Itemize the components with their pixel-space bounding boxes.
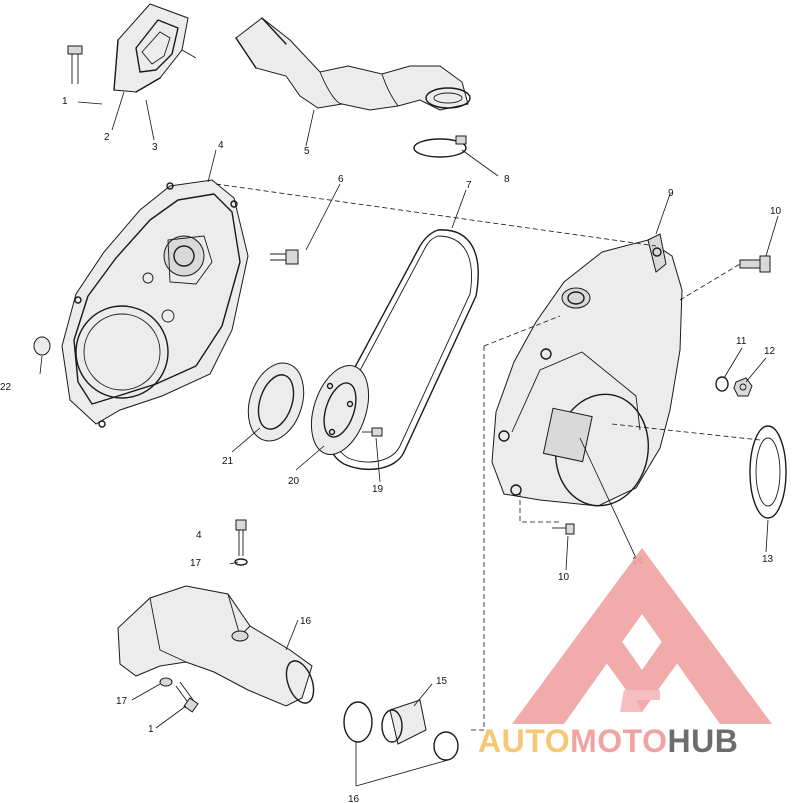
callout-6: 6 <box>338 174 344 185</box>
callout-10-right: 10 <box>770 206 782 217</box>
callout-16-duct: 16 <box>300 616 312 627</box>
callout-11: 11 <box>736 336 747 347</box>
part-inner-clutch-cover <box>61 179 249 428</box>
callout-4: 4 <box>218 140 224 151</box>
callout-1-top: 1 <box>62 96 68 107</box>
callout-19: 19 <box>372 484 384 495</box>
callout-17-lower: 17 <box>116 696 128 707</box>
part-boot-coupler <box>343 699 459 761</box>
callout-5: 5 <box>304 146 310 157</box>
part-intake-boot <box>113 3 197 93</box>
callout-9: 9 <box>668 188 674 199</box>
part-plate <box>310 365 370 455</box>
callout-7: 7 <box>466 180 472 191</box>
part-bolt-10 <box>739 255 771 273</box>
callout-12: 12 <box>764 346 776 357</box>
part-gasket-disc <box>749 425 787 519</box>
callout-3: 3 <box>152 142 158 153</box>
callout-13: 13 <box>762 554 774 565</box>
watermark-auto: AUTO <box>478 723 570 759</box>
part-bolt-top <box>67 45 83 84</box>
part-drive-belt <box>326 229 479 471</box>
watermark-moto: MOTO <box>570 723 667 759</box>
callout-8: 8 <box>504 174 510 185</box>
svg-text:AUTOMOTOHUB: AUTOMOTOHUB <box>478 723 738 759</box>
callout-2: 2 <box>104 132 110 143</box>
leader-lines <box>39 91 779 787</box>
callout-22: 22 <box>0 382 12 393</box>
callout-1-bottom: 1 <box>148 724 154 735</box>
part-plug <box>33 336 51 356</box>
part-bolt-vertical <box>234 519 248 566</box>
part-bolt-lower <box>159 677 199 713</box>
part-intake-hose <box>235 17 471 111</box>
part-outer-clutch-cover <box>491 233 683 507</box>
part-washer-nut <box>715 376 753 397</box>
part-screw-19 <box>362 427 383 437</box>
watermark-text: AUTOMOTOHUB <box>478 723 738 759</box>
watermark-logo <box>512 548 772 724</box>
part-screw-bottom <box>552 523 575 535</box>
watermark-hub: HUB <box>667 723 738 759</box>
callout-20: 20 <box>288 476 300 487</box>
callout-21: 21 <box>222 456 234 467</box>
part-hose-clamp <box>413 135 467 158</box>
callout-4-small: 4 <box>196 530 202 541</box>
part-lower-duct <box>117 585 315 707</box>
callout-10-bottom: 10 <box>558 572 570 583</box>
callout-17-upper: 17 <box>190 558 202 569</box>
part-bolt-6 <box>270 249 299 265</box>
callout-labels: 1 2 3 4 5 6 7 8 9 10 10 11 12 13 14 15 1… <box>0 96 782 803</box>
callout-16-clamps: 16 <box>348 794 360 803</box>
part-seal <box>247 362 305 442</box>
callout-15: 15 <box>436 676 448 687</box>
